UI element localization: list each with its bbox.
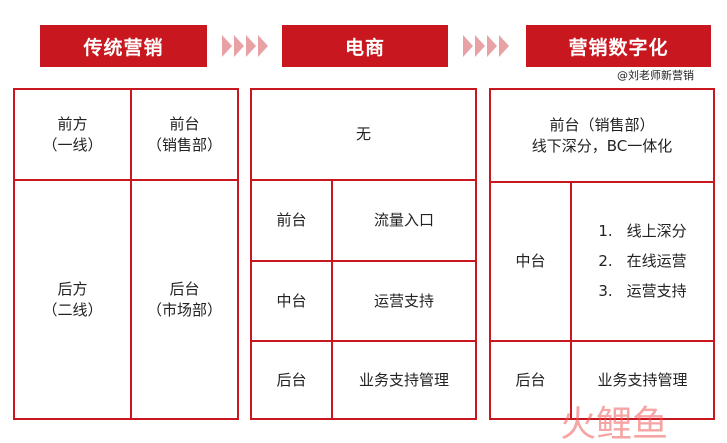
ecommerce-row-label: 中台 [276, 291, 307, 310]
logo-watermark: 火鲤鱼 [560, 404, 668, 443]
back-desk-cell: 后台 （市场部） [132, 181, 237, 418]
list-item-number: 2. [598, 252, 613, 270]
front-desk-label: 前台 [169, 114, 200, 133]
traditional-marketing-table: 前方 （一线） 前台 （销售部） 后方 （二线） 后台 （市场部） [13, 88, 239, 420]
front-cell: 前方 （一线） [15, 90, 130, 179]
ecommerce-row-label: 后台 [276, 370, 307, 389]
ecommerce-top-text: 无 [355, 125, 371, 143]
back-cell: 后方 （二线） [15, 181, 130, 418]
ecommerce-top-cell: 无 [252, 90, 475, 179]
list-item-number: 1. [598, 222, 613, 240]
banner-marketing-digitalization: 营销数字化 [526, 25, 711, 67]
front-label: 前方 [57, 114, 88, 133]
list-item-text: 线上深分 [626, 222, 687, 240]
watermark-text: @刘老师新营销 [617, 69, 694, 82]
chevron-right-icon [499, 35, 509, 57]
ecommerce-table: 无 前台 流量入口 中台 运营支持 后台 业务支持管理 [250, 88, 477, 420]
digital-middle-list: 1. 线上深分 2. 在线运营 3. 运营支持 [598, 221, 686, 302]
list-item-text: 在线运营 [626, 252, 687, 270]
front-desk-note: （销售部） [146, 135, 222, 154]
chevron-right-icon [487, 35, 497, 57]
list-item: 2. 在线运营 [598, 251, 686, 272]
digital-top-cell: 前台（销售部） 线下深分，BC一体化 [491, 90, 713, 181]
back-desk-note: （市场部） [146, 300, 222, 319]
banner-traditional-marketing: 传统营销 [40, 25, 207, 67]
list-item: 1. 线上深分 [598, 221, 686, 242]
back-desk-label: 后台 [169, 279, 200, 298]
chevron-right-icon [234, 35, 244, 57]
chevron-right-icon [463, 35, 473, 57]
ecommerce-row-label: 前台 [276, 211, 307, 229]
digital-back-label: 后台 [515, 370, 546, 389]
list-item: 3. 运营支持 [598, 281, 686, 302]
list-item-number: 3. [598, 282, 613, 300]
chevron-arrows-2 [463, 32, 511, 60]
chevron-right-icon [258, 35, 268, 57]
digital-top-line2: 线下深分，BC一体化 [531, 136, 673, 155]
ecommerce-row-value: 业务支持管理 [358, 370, 449, 389]
back-note: （二线） [42, 300, 103, 319]
digital-marketing-table: 前台（销售部） 线下深分，BC一体化 中台 1. 线上深分 2. 在线运营 3.… [489, 88, 715, 420]
digital-top-line1: 前台（销售部） [549, 115, 655, 134]
banner-ecommerce: 电商 [282, 25, 448, 67]
chevron-right-icon [222, 35, 232, 57]
back-label: 后方 [57, 279, 88, 298]
front-desk-cell: 前台 （销售部） [132, 90, 237, 179]
chevron-arrows-1 [222, 32, 270, 60]
ecommerce-row-value: 运营支持 [373, 291, 434, 310]
digital-middle-list-cell: 1. 线上深分 2. 在线运营 3. 运营支持 [572, 183, 713, 340]
ecommerce-row-value: 流量入口 [373, 211, 434, 229]
chevron-right-icon [475, 35, 485, 57]
chevron-right-icon [246, 35, 256, 57]
list-item-text: 运营支持 [626, 282, 687, 300]
digital-back-value: 业务支持管理 [597, 370, 688, 389]
digital-middle-label: 中台 [515, 252, 546, 270]
logo-text: 火鲤鱼 [560, 404, 668, 443]
front-note: （一线） [42, 135, 103, 154]
